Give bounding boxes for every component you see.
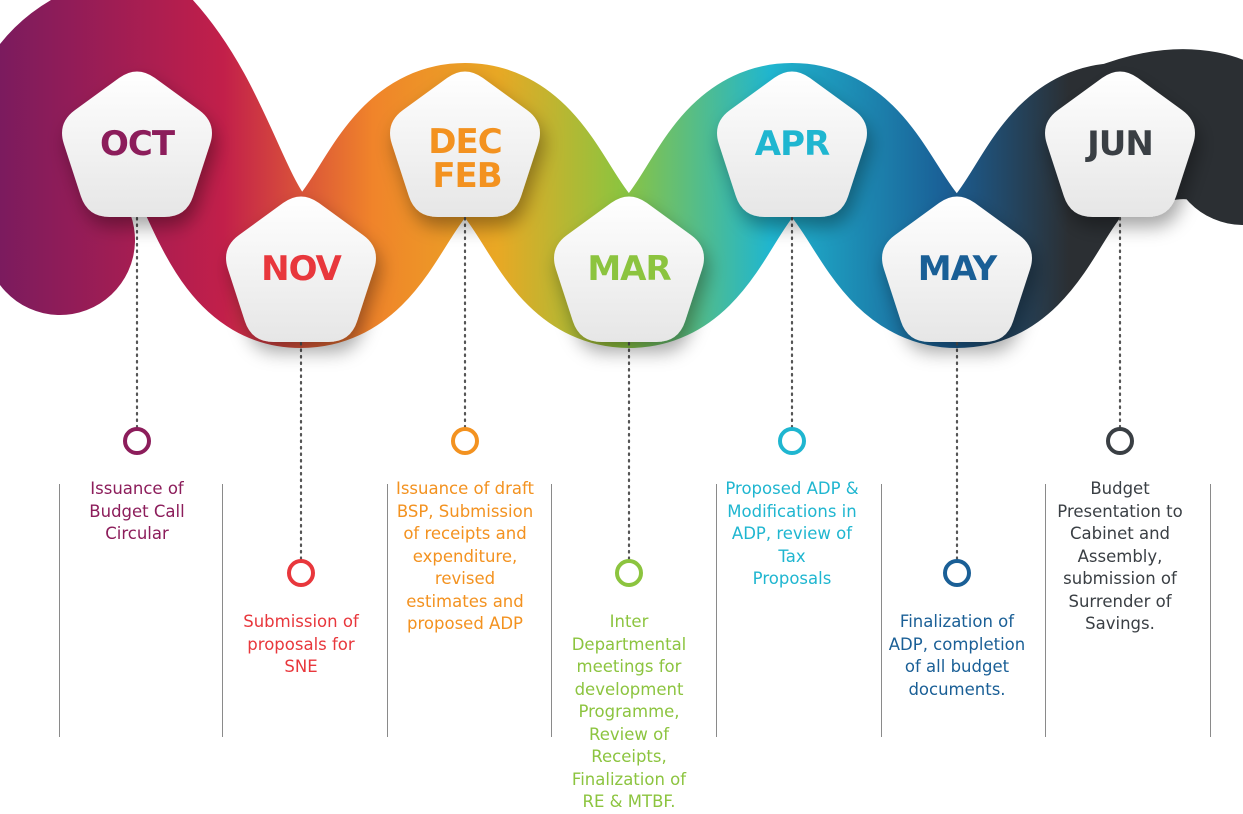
column-divider-4 xyxy=(716,484,717,737)
timeline-marker-3 xyxy=(615,559,643,587)
step-description-3: Inter Departmental meetings for developm… xyxy=(571,612,687,811)
step-description-6: Budget Presentation to Cabinet and Assem… xyxy=(1057,479,1183,633)
timeline-marker-1 xyxy=(287,559,315,587)
column-divider-1 xyxy=(222,484,223,737)
step-description-1: Submission of proposals for SNE xyxy=(243,612,359,676)
month-label-2-line1: DEC xyxy=(428,122,501,162)
month-label-6: JUN xyxy=(1085,124,1153,164)
step-description-5: Finalization of ADP, completion of all b… xyxy=(888,612,1026,699)
month-pentagon-6 xyxy=(1045,71,1195,217)
step-description-2: Issuance of draft BSP, Submission of rec… xyxy=(395,479,535,633)
month-label-4: APR xyxy=(755,124,830,164)
step-description-0: Issuance of Budget Call Circular xyxy=(89,479,185,543)
timeline-marker-0 xyxy=(123,427,151,455)
timeline-marker-2 xyxy=(451,427,479,455)
column-divider-5 xyxy=(881,484,882,737)
month-pentagon-5 xyxy=(882,196,1032,342)
month-label-3: MAR xyxy=(587,249,671,289)
month-pentagon-3 xyxy=(554,196,704,342)
column-divider-2 xyxy=(387,484,388,737)
month-pentagon-2 xyxy=(390,71,540,217)
month-label-0: OCT xyxy=(100,124,176,164)
month-pentagon-1 xyxy=(226,196,376,342)
timeline-marker-6 xyxy=(1106,427,1134,455)
month-pentagon-4 xyxy=(717,71,867,217)
column-divider-6 xyxy=(1045,484,1046,737)
timeline-marker-4 xyxy=(778,427,806,455)
month-label-2-line2: FEB xyxy=(432,156,501,196)
step-description-4: Proposed ADP & Modifications in ADP, rev… xyxy=(725,479,859,588)
column-divider-3 xyxy=(551,484,552,737)
month-pentagon-0 xyxy=(62,71,212,217)
timeline-marker-5 xyxy=(943,559,971,587)
column-divider-0 xyxy=(59,484,60,737)
month-label-5: MAY xyxy=(918,249,998,289)
column-divider-7 xyxy=(1210,484,1211,737)
month-label-1: NOV xyxy=(261,249,342,289)
